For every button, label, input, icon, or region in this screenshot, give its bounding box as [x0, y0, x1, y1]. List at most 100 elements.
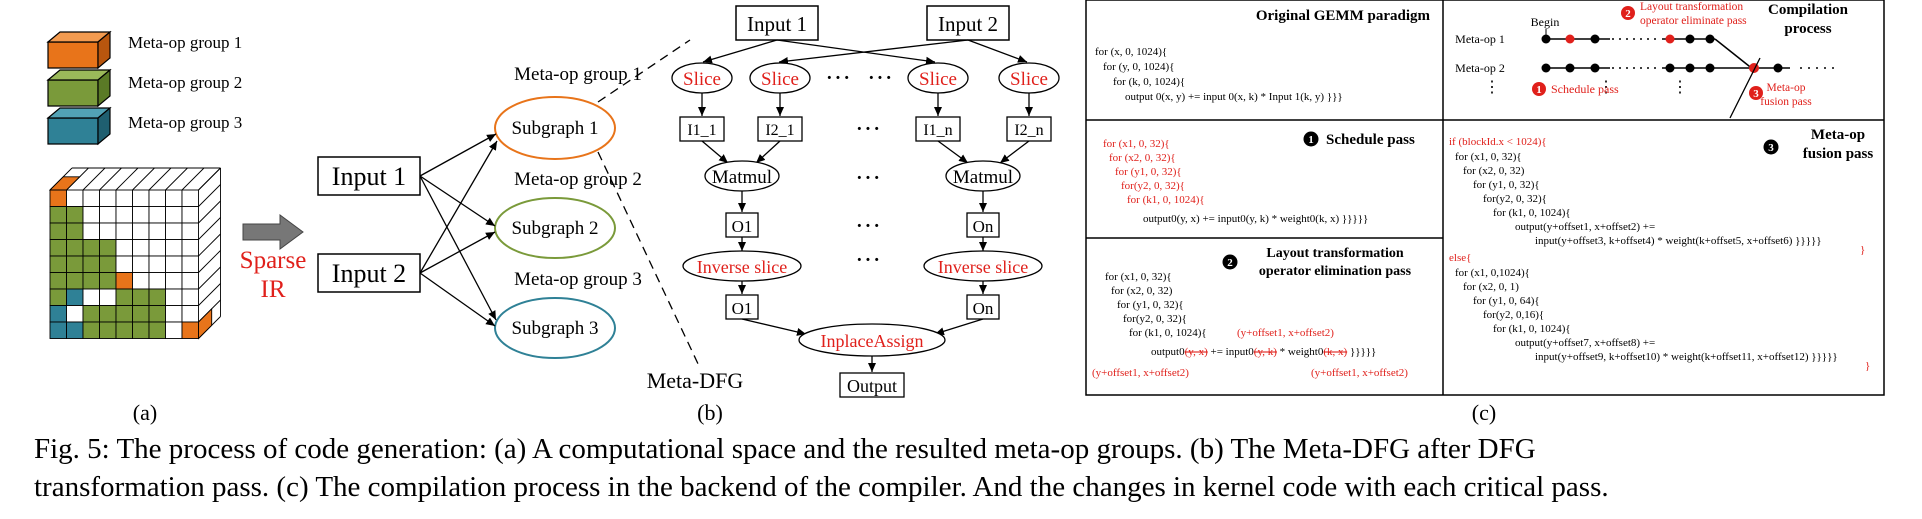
cube-cell [99, 305, 117, 323]
cube-edge [115, 167, 139, 191]
subgraph-2 [494, 197, 616, 259]
svg-text:for (x2, 0, 1): for (x2, 0, 1) [1463, 281, 1519, 293]
cube-cell [165, 321, 183, 339]
cube-cell [66, 288, 84, 306]
svg-text:for (y1, 0, 32){: for (y1, 0, 32){ [1115, 166, 1182, 178]
out-box-1 [725, 212, 759, 238]
gemm-title: Original GEMM paradigm [1256, 8, 1431, 24]
svg-text:for(y2, 0, 32){: for(y2, 0, 32){ [1483, 193, 1547, 205]
cube-edge [148, 167, 172, 191]
layout-red-right: (y+offset1, x+offset2) [1311, 367, 1408, 379]
svg-text:for (k1, 0, 1024){: for (k1, 0, 1024){ [1493, 207, 1571, 219]
out-label-nb: On [973, 299, 994, 318]
cube-cell [82, 206, 100, 224]
figure-canvas: Meta-op group 1 Meta-op group 2 Meta-op … [46, 0, 1885, 425]
cube-cell [99, 288, 117, 306]
svg-text:3: 3 [1768, 142, 1774, 154]
svg-text:output(y+offset7, x+offset8) +: output(y+offset7, x+offset8) += [1515, 337, 1655, 349]
cube-cell [115, 288, 133, 306]
ir-label: IR [261, 276, 286, 303]
b-input-2-label: Input 2 [938, 12, 998, 36]
zoom-line-bottom [597, 151, 701, 369]
subgraph-1 [494, 96, 616, 160]
cube-cell [181, 272, 199, 290]
sparse-ir-arrow [242, 214, 304, 250]
cube-edge [198, 200, 221, 224]
fusion-code-2: for (x1, 0,1024){ for (x2, 0, 1) for (y1… [1455, 267, 1838, 363]
cube-cell [165, 239, 183, 257]
panel-c-label: (c) [1472, 400, 1496, 425]
cube-cell [132, 305, 150, 323]
svg-text:for (x1, 0, 32){: for (x1, 0, 32){ [1105, 271, 1172, 283]
cube-cell [165, 206, 183, 224]
cube-edge [198, 283, 221, 306]
cube-cell [82, 189, 100, 207]
svg-text:for (k, 0, 1024){: for (k, 0, 1024){ [1113, 76, 1185, 88]
svg-text:for (y1, 0, 32){: for (y1, 0, 32){ [1117, 299, 1184, 311]
svg-text:⋮: ⋮ [1672, 79, 1688, 96]
cube-cell [148, 321, 166, 339]
ellipsis: ··· [867, 63, 893, 92]
tile-label: I2_1 [765, 122, 794, 139]
ellipsis: ··· [825, 63, 851, 92]
cube-edge [99, 167, 122, 191]
cube-cell [49, 272, 67, 290]
cube-cell [165, 255, 183, 273]
cube-cell [115, 189, 133, 207]
gemm-code: for (x, 0, 1024){ for (y, 0, 1024){ for … [1095, 46, 1343, 103]
cube-cell [82, 222, 100, 240]
cube-cell [99, 189, 117, 207]
svg-text:for (k1, 0, 1024){: for (k1, 0, 1024){ [1129, 327, 1207, 339]
meta-dfg-label: Meta-DFG [647, 368, 744, 393]
cube-edge [165, 167, 188, 191]
layout-note-1: Layout transformation [1640, 1, 1743, 13]
matmul-label: Matmul [712, 167, 772, 188]
figure-caption: Fig. 5: The process of code generation: … [34, 430, 1894, 506]
cube-side-highlight [198, 307, 213, 340]
inverse-slice-label: Inverse slice [697, 257, 787, 277]
cube-cell [82, 288, 100, 306]
subgraph-2-label: Subgraph 2 [511, 218, 598, 239]
svg-text:input(y+offset9, k+offset10) *: input(y+offset9, k+offset10) * weight(k+… [1535, 351, 1838, 363]
cube-cell [132, 288, 150, 306]
legend-item-group-3: Meta-op group 3 [46, 106, 242, 146]
input-1-box [317, 156, 421, 196]
cube-edge [181, 167, 205, 191]
slice-nodes: Slice Slice Slice Slice [671, 62, 1060, 94]
cube-cell [181, 239, 199, 257]
cube-cell [49, 189, 67, 207]
layout-code: for (x1, 0, 32){ for (x2, 0, 32) for (y1… [1105, 271, 1207, 339]
matmul-label: Matmul [953, 167, 1013, 188]
cube-cell [132, 222, 150, 240]
cube-cell [148, 255, 166, 273]
cube-cell [66, 206, 84, 224]
cube-cell [181, 222, 199, 240]
cube-cell [115, 239, 133, 257]
caption-line-1: Fig. 5: The process of code generation: … [34, 433, 1536, 465]
cube-edge [82, 167, 106, 191]
cube-cell [181, 189, 199, 207]
b-input-2-box [926, 5, 1010, 41]
cube-cell [165, 272, 183, 290]
svg-text:for (x, 0, 1024){: for (x, 0, 1024){ [1095, 46, 1167, 58]
cube-cell [49, 222, 67, 240]
svg-text:for (x1, 0, 32){: for (x1, 0, 32){ [1103, 138, 1170, 150]
inverse-slice-label: Inverse slice [938, 257, 1028, 277]
group-label-1: Meta-op group 1 [514, 64, 642, 85]
inplace-assign-label: InplaceAssign [821, 331, 924, 351]
layout-red-left: (y+offset1, x+offset2) [1092, 367, 1189, 379]
svg-text:1: 1 [1308, 134, 1314, 146]
svg-text:Layout transformation: Layout transformation [1266, 246, 1403, 261]
panel-c: Original GEMM paradigm for (x, 0, 1024){… [1085, 0, 1885, 425]
svg-text:for(y2, 0, 32){: for(y2, 0, 32){ [1121, 180, 1185, 192]
fusion-if: if (blockId.x < 1024){ [1449, 136, 1547, 148]
marker-3: 3 Meta-op fusion pass [1749, 82, 1812, 108]
b-input-1-label: Input 1 [747, 12, 807, 36]
meta-op-1-label: Meta-op 1 [1455, 32, 1505, 46]
fusion-code-1: for (x1, 0, 32){ for (x2, 0, 32) for (y1… [1455, 151, 1822, 247]
caption-line-2: transformation pass. (c) The compilation… [34, 471, 1609, 503]
cube-edge [198, 184, 221, 207]
cube-cell [49, 288, 67, 306]
cube-edge [198, 266, 221, 290]
output-label: Output [847, 376, 897, 396]
